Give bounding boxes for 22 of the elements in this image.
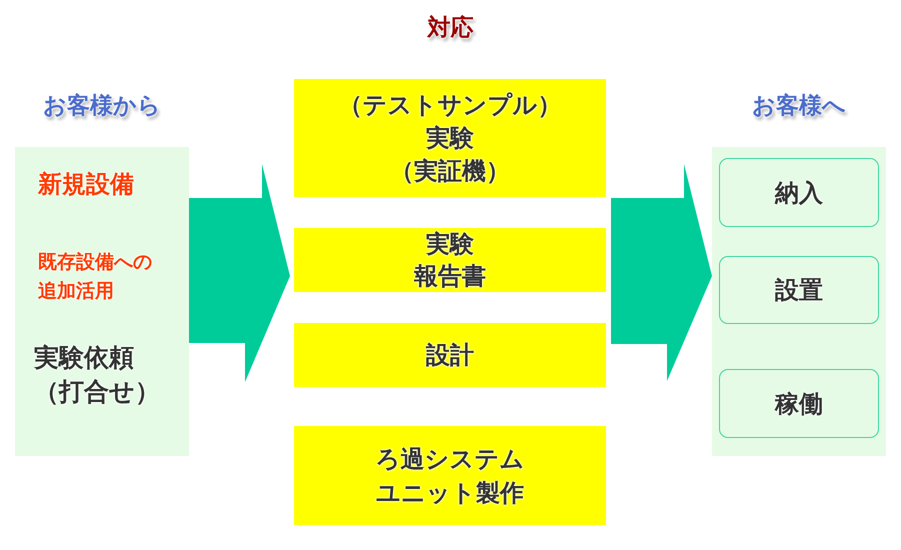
rounded-card (719, 256, 879, 324)
process-box (294, 79, 606, 197)
step-label: 設置 (775, 275, 823, 306)
block-arrow (189, 164, 290, 382)
title: 対応 (428, 15, 474, 41)
process-box (294, 323, 606, 387)
step-label: 設計 (426, 340, 474, 371)
rounded-card (719, 158, 879, 227)
item-text: 既存設備への追加活用 (38, 250, 152, 304)
block-arrow (611, 164, 712, 381)
process-box (294, 228, 606, 292)
item-text: 新規設備 (38, 169, 134, 200)
step-label: ろ過システムユニット製作 (376, 444, 524, 508)
column-heading: お客様から (43, 92, 161, 121)
column-heading: お客様へ (752, 92, 846, 121)
step-label: （テストサンプル）実験（実証機） (338, 90, 562, 186)
step-label: 実験報告書 (414, 229, 486, 292)
step-label: 納入 (775, 178, 823, 208)
process-box (294, 426, 606, 525)
item-text: 実験依頼（打合せ） (34, 342, 160, 408)
step-label: 稼働 (775, 388, 823, 420)
rounded-card (719, 369, 879, 438)
